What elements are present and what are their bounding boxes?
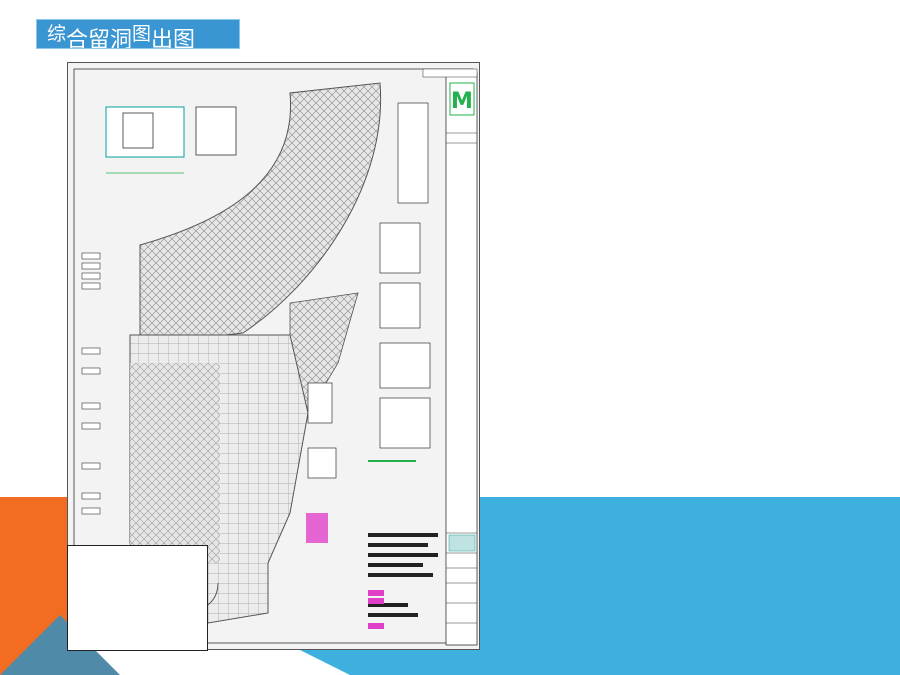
title-text-2: 合留洞 [66,28,133,49]
detail-plan-2 [195,106,237,156]
callout-tags [81,252,101,515]
title-text-4: 出图 [151,28,196,49]
general-notes [368,533,438,617]
magenta-detail [306,513,328,543]
title-text-3: 图 [132,23,152,45]
slide-title: 综合留洞图出图 [36,19,240,49]
inset-blank-box [67,545,208,651]
cad-drawing-image: M [67,62,480,650]
blue-triangle [300,650,480,675]
section-details [307,102,431,479]
grey-triangle [0,615,120,675]
detail-plan-1-inner [122,112,154,149]
curved-wing [139,82,382,346]
legend-mark: M [451,89,473,114]
top-strip [422,68,478,78]
main-hatch [130,363,220,563]
legend-green-box [449,82,475,116]
detail-plan-1 [105,106,185,158]
title-block-lines [446,132,477,624]
magenta-legend [368,590,384,629]
title-block [445,72,478,646]
title-block-teal [448,534,476,552]
blue-band [480,497,900,675]
title-text-1: 综 [47,23,67,45]
